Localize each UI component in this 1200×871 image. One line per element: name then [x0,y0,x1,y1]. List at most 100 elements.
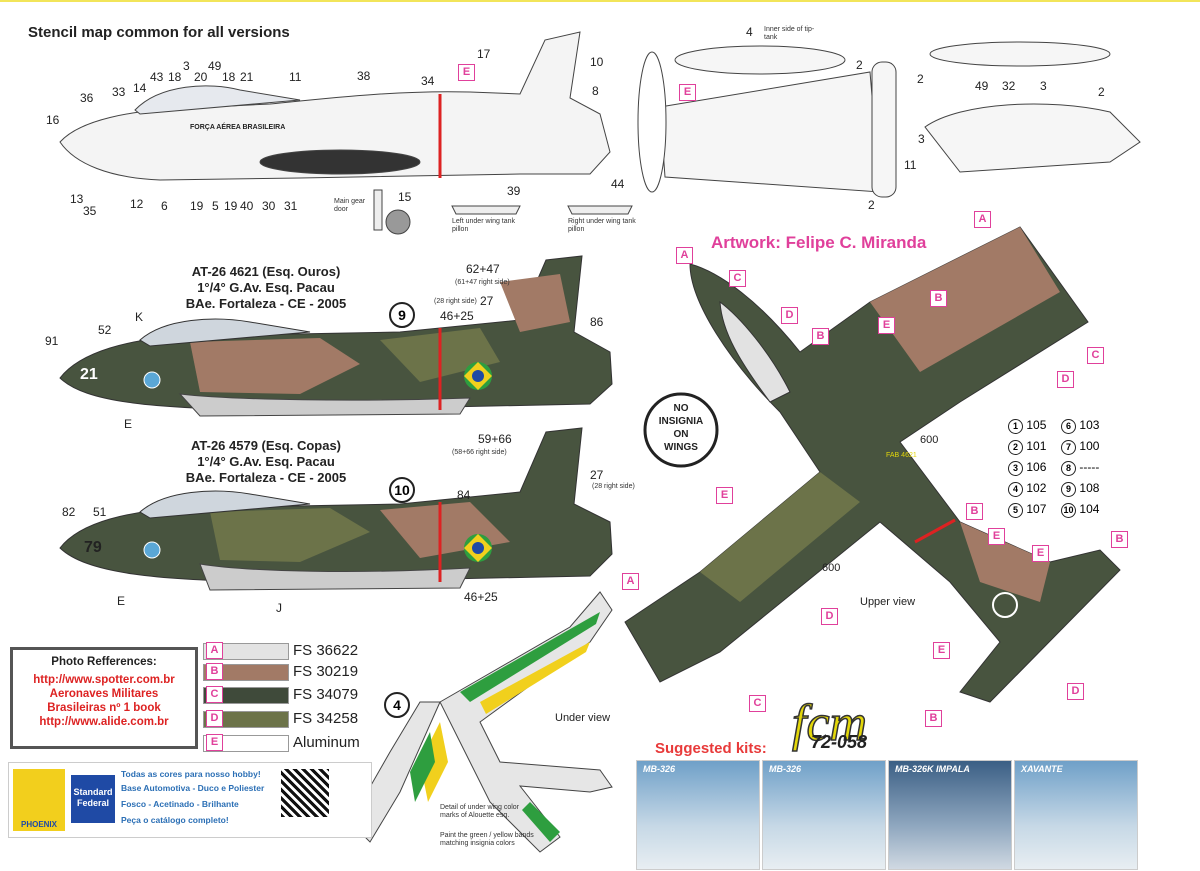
note: (28 right side) [434,298,477,305]
upper-view-label: Upper view [860,596,916,608]
callout: J [276,601,282,615]
callout: 14 [133,81,147,95]
callout: 27 [480,294,494,308]
color-tag: E [1032,545,1049,562]
callout: 10 [590,55,604,69]
kit-code: 72-058 [811,732,868,752]
kit-box[interactable]: MB-326 [636,760,760,870]
callout: 44 [611,177,625,191]
color-tag: E [933,642,950,659]
callout: 51 [93,505,107,519]
color-tag: D [821,608,838,625]
callout: 82 [62,505,76,519]
color-tag: C [1087,347,1104,364]
callout: 13 [70,192,84,206]
callout: 32 [1002,79,1016,93]
swatch [203,711,289,728]
kit-box[interactable]: XAVANTE [1014,760,1138,870]
color-tag: B [966,503,983,520]
callout: 6 [161,199,168,213]
color-tag: B [925,710,942,727]
color-tag: E [206,734,223,751]
callout: 86 [590,315,604,329]
kit-box[interactable]: MB-326 [762,760,886,870]
callout: 49 [975,79,989,93]
callout: 46+25 [440,309,474,323]
under-view-aircraft [349,591,613,853]
callout: K [135,310,144,324]
callout: 59+66 [478,432,512,446]
upper-mark: 600 [822,562,841,574]
legend-row: 5 107 10 104 [1008,502,1099,518]
version-9-number: 9 [389,302,415,328]
swatch [203,643,289,660]
color-tag: C [729,270,746,287]
under-view-label: Under view [555,712,611,724]
callout: 52 [98,323,112,337]
version-10-number: 10 [389,477,415,503]
color-tag: C [206,686,223,703]
callout: 19 [190,199,204,213]
callout: 18 [168,70,182,84]
color-tag: A [622,573,639,590]
callout: 3 [918,132,925,146]
color-tag: A [676,247,693,264]
callout: 12 [130,197,144,211]
color-tag: B [1111,531,1128,548]
note: (28 right side) [592,483,635,490]
note-inner-tip-tank: Inner side of tip-tank [764,26,815,41]
color-tag: C [749,695,766,712]
callout: 34 [421,74,435,88]
note-main-gear: Main gear door [334,198,366,213]
callout: 3 [183,59,190,73]
color-tag: D [206,710,223,727]
color-tag: D [1057,371,1074,388]
upper-mark: FAB 4621 [886,452,917,459]
phoenix-logo: PHOENIX [13,769,65,831]
color-tag: A [974,211,991,228]
artwork-credit: Artwork: Felipe C. Miranda [711,233,927,252]
callout: 40 [240,199,254,213]
suggested-kits-title: Suggested kits: [655,740,767,757]
callout: 36 [80,91,94,105]
callout: 27 [590,468,604,482]
callout: 91 [45,334,59,348]
callout: 19 [224,199,238,213]
callout: 4 [746,25,753,39]
standard-federal-logo: Standard Federal [71,775,115,823]
under-note-detail: Detail of under wing color marks of Alou… [440,804,519,819]
callout: 17 [477,47,491,61]
upper-mark: 600 [920,434,939,446]
color-tag: A [206,642,223,659]
callout: 46+25 [464,590,498,604]
callout: 43 [150,70,164,84]
callout: 18 [222,70,236,84]
callout: 11 [904,158,917,172]
color-tag: E [716,487,733,504]
callout: 2 [856,58,863,72]
color-tag: B [206,663,223,680]
color-tag: E [458,64,475,81]
color-tag: E [988,528,1005,545]
legend-row: 4 102 9 108 [1008,481,1099,497]
swatch [203,687,289,704]
paint-advert: PHOENIX Standard Federal Todas as cores … [8,762,372,838]
callout: 30 [262,199,276,213]
under-note-paint: Paint the green / yellow bands matching … [440,832,534,847]
kit-box[interactable]: MB-326K IMPALA [888,760,1012,870]
legend-row: 3 106 8 ----- [1008,460,1099,476]
aircraft-code: 79 [84,539,102,556]
note: (58+66 right side) [452,449,507,456]
color-tag: D [781,307,798,324]
callout: 33 [112,85,126,99]
callout: E [117,594,126,608]
swatch [203,664,289,681]
callout: 3 [1040,79,1047,93]
callout: 8 [592,84,599,98]
color-tag: E [679,84,696,101]
stencil-wing-views [637,41,1141,198]
color-tag: B [930,290,947,307]
callout: 5 [212,199,219,213]
